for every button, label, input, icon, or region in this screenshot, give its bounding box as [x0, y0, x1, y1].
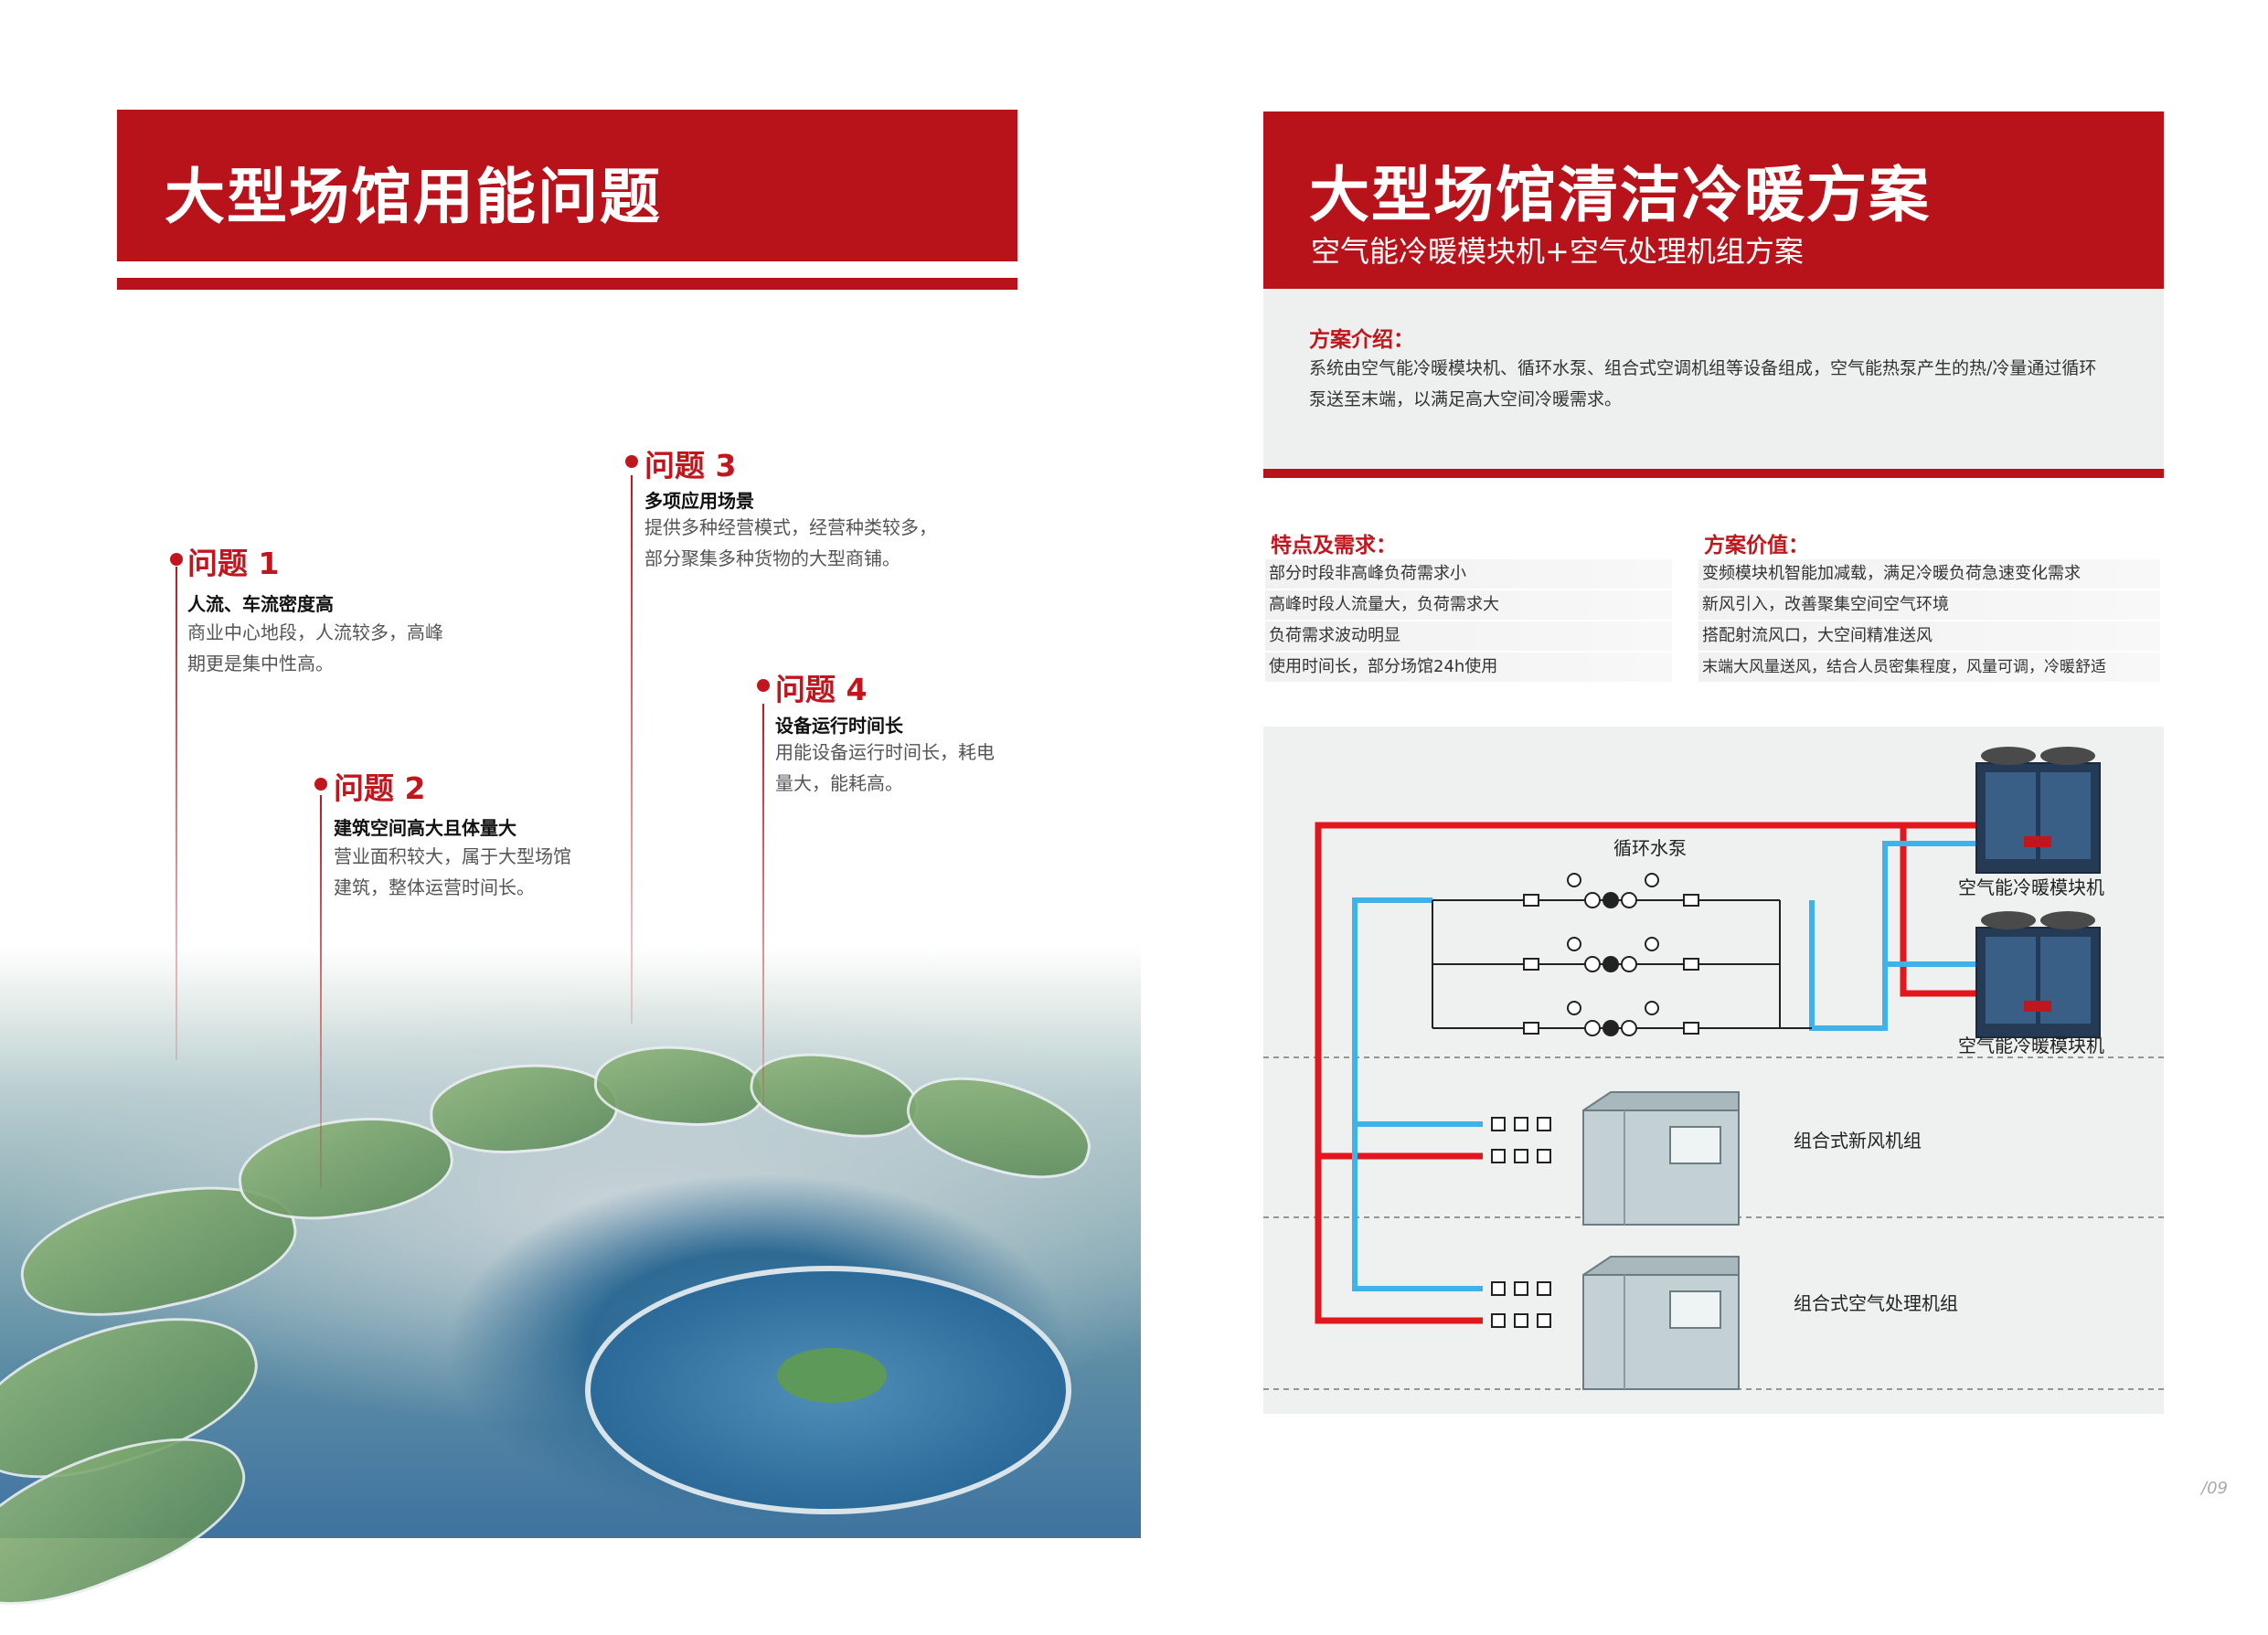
pump-group: [1523, 873, 1699, 1036]
return-pipe: [1809, 841, 1976, 1031]
feature-item: 使用时间长，部分场馆24h使用: [1265, 653, 1672, 682]
heat-pump-unit-2: [1975, 911, 2101, 1038]
values-heading: 方案价值：: [1704, 534, 1809, 557]
issue-1-text: 商业中心地段，人流较多，高峰 期更是集中性高。: [187, 621, 443, 674]
pump-label: 循环水泵: [1613, 837, 1687, 859]
supply-pipe: [1315, 822, 1796, 1324]
intro-underline: [1263, 469, 2164, 478]
left-title-banner: [117, 110, 1017, 261]
issue-2-label: 问题 2: [334, 770, 426, 806]
issue-2-text: 营业面积较大，属于大型场馆 建筑，整体运营时间长。: [334, 845, 571, 898]
intro-box: [1263, 289, 2164, 470]
stadium-aerial-photo: [0, 946, 1141, 1635]
system-diagram-svg: [1263, 747, 2164, 1390]
issue-1-leader-line: [176, 567, 177, 1060]
system-diagram: 循环水泵 空气能冷暖模块机 空气能冷暖模块机 组合式新风机组 组合式空气处理机组: [1263, 727, 2164, 1414]
ahu-unit-2: [1582, 1256, 1740, 1390]
heat-pump-label-1: 空气能冷暖模块机: [1958, 876, 2104, 898]
value-item: 变频模块机智能加减载，满足冷暖负荷急速变化需求: [1698, 559, 2160, 589]
issue-3-marker: [625, 455, 638, 468]
left-page-title: 大型场馆用能问题: [165, 162, 662, 232]
ahu-label-2: 组合式空气处理机组: [1794, 1292, 1958, 1314]
features-heading: 特点及需求：: [1271, 534, 1397, 557]
heat-pump-label-2: 空气能冷暖模块机: [1958, 1035, 2104, 1056]
value-item: 搭配射流风口，大空间精准送风: [1698, 621, 2160, 651]
issue-3-label: 问题 3: [644, 448, 737, 483]
heat-pump-unit-1: [1975, 747, 2101, 874]
issue-1-label: 问题 1: [187, 546, 280, 581]
supply-pipe: [1900, 825, 1976, 997]
issue-4-label: 问题 4: [775, 672, 868, 707]
roof-leaf: [591, 1040, 767, 1131]
right-page-subtitle: 空气能冷暖模块机+空气处理机组方案: [1311, 234, 1804, 269]
feature-item: 部分时段非高峰负荷需求小: [1265, 559, 1672, 589]
value-item: 新风引入，改善聚集空间空气环境: [1698, 590, 2160, 620]
right-title-banner: [1263, 111, 2164, 289]
issue-3-leader-line: [631, 475, 633, 1024]
roof-leaf: [426, 1057, 622, 1160]
left-title-underline: [117, 278, 1017, 290]
issue-4-marker: [757, 679, 770, 692]
feature-item: 负荷需求波动明显: [1265, 621, 1672, 651]
value-item: 末端大风量送风，结合人员密集程度，风量可调，冷暖舒适: [1698, 653, 2160, 682]
issue-4-subtitle: 设备运行时间长: [775, 715, 903, 737]
ahu-label-1: 组合式新风机组: [1794, 1130, 1922, 1152]
intro-text: 系统由空气能冷暖模块机、循环水泵、组合式空调机组等设备组成，空气能热泵产生的热/…: [1309, 358, 2097, 409]
ahu-unit-1: [1582, 1091, 1740, 1226]
roof-leaf: [743, 1041, 926, 1149]
issue-3-text: 提供多种经营模式，经营种类较多， 部分聚集多种货物的大型商铺。: [644, 516, 937, 569]
issue-3-subtitle: 多项应用场景: [644, 490, 754, 512]
issue-2-leader-line: [320, 795, 322, 1188]
right-page-title: 大型场馆清洁冷暖方案: [1309, 160, 1931, 230]
values-list: 变频模块机智能加减载，满足冷暖负荷急速变化需求 新风引入，改善聚集空间空气环境 …: [1698, 559, 2160, 684]
feature-item: 高峰时段人流量大，负荷需求大: [1265, 590, 1672, 620]
issue-1-marker: [170, 553, 183, 566]
intro-heading: 方案介绍：: [1309, 328, 1414, 352]
issue-1-subtitle: 人流、车流密度高: [187, 593, 334, 615]
page-number: /09: [2201, 1479, 2228, 1498]
issue-4-text: 用能设备运行时间长，耗电 量大，能耗高。: [775, 741, 995, 794]
features-list: 部分时段非高峰负荷需求小 高峰时段人流量大，负荷需求大 负荷需求波动明显 使用时…: [1265, 559, 1672, 684]
roof-leaf: [896, 1058, 1102, 1195]
roof-leaf: [231, 1105, 460, 1231]
ahu-valves: [1491, 1117, 1551, 1328]
return-pipe: [1352, 897, 1483, 1291]
central-island: [777, 1348, 887, 1403]
issue-2-subtitle: 建筑空间高大且体量大: [334, 817, 516, 839]
issue-2-marker: [314, 778, 327, 791]
issue-4-leader-line: [762, 704, 764, 1106]
